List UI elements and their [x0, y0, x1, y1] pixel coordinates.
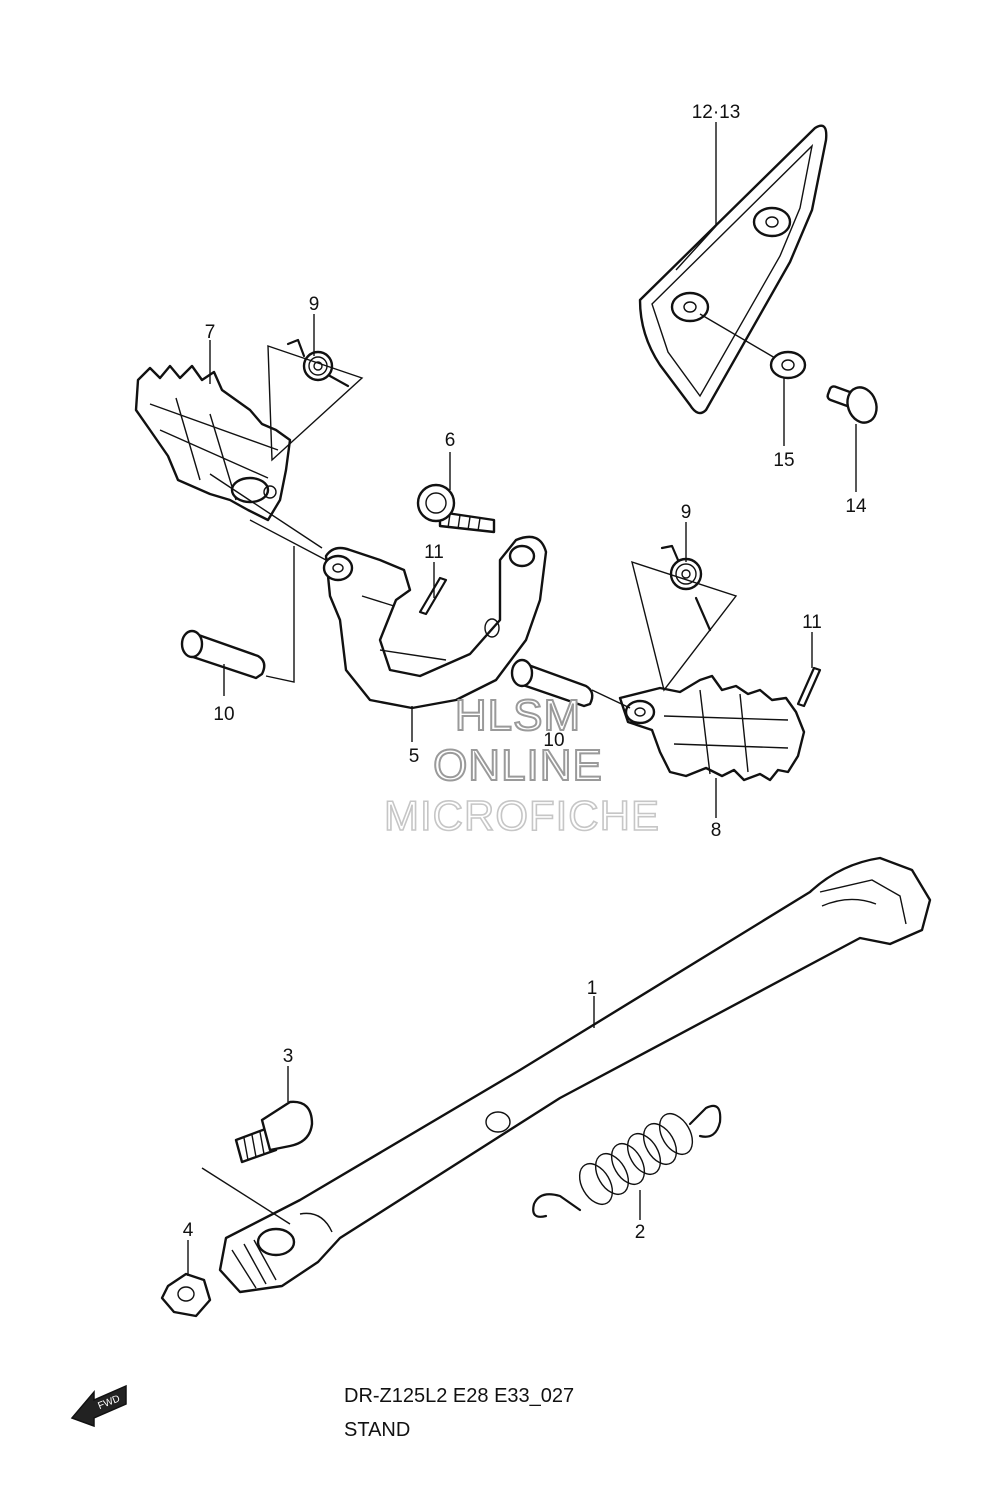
callout-4: 4	[183, 1220, 194, 1241]
callout-1: 1	[587, 978, 598, 999]
callout-10-left: 10	[213, 704, 234, 725]
fwd-arrow-icon: FWD	[70, 1384, 127, 1428]
callout-11-right: 11	[802, 612, 822, 633]
spacer-collar	[699, 313, 807, 380]
callout-15: 15	[773, 450, 794, 471]
stand-spring	[532, 1104, 722, 1218]
callout-11-left: 11	[424, 542, 444, 563]
footrest-bracket	[322, 535, 548, 710]
footrest-spring-upper	[267, 338, 364, 462]
callouts: 12·13 15 14 9 7 6 11 9 11 10 5 10 8 1 3 …	[183, 102, 867, 1243]
watermark: HLSM ONLINE MICROFICHE	[383, 690, 660, 840]
footrest-right	[618, 674, 806, 782]
callout-3: 3	[283, 1046, 294, 1067]
footrest-spring-lower	[631, 544, 738, 692]
callout-7: 7	[205, 322, 216, 343]
footrest-pin-right	[510, 658, 631, 709]
callout-12-13: 12·13	[692, 102, 741, 123]
callout-10-right: 10	[543, 730, 564, 751]
cotter-pin-left	[418, 576, 448, 616]
stand-bolt	[201, 1100, 314, 1225]
heel-guard-plate	[638, 124, 828, 415]
callout-9-upper: 9	[309, 294, 320, 315]
callout-5: 5	[409, 746, 420, 767]
section-title: STAND	[344, 1419, 410, 1441]
watermark-line-1: HLSM	[455, 691, 581, 740]
watermark-line-2: ONLINE	[433, 741, 603, 790]
footrest-pin-left	[180, 473, 327, 683]
model-code: DR-Z125L2 E28 E33_027	[344, 1385, 574, 1407]
cotter-pin-right	[796, 666, 822, 708]
leader-lines	[187, 122, 857, 1276]
footrest-left	[134, 364, 292, 522]
callout-9-lower: 9	[681, 502, 692, 523]
nut	[160, 1272, 212, 1318]
bolt	[416, 483, 496, 534]
callout-8: 8	[711, 820, 722, 841]
watermark-line-3: MICROFICHE	[384, 792, 660, 839]
side-stand	[218, 856, 932, 1294]
screw	[826, 385, 878, 424]
callout-2: 2	[635, 1222, 646, 1243]
callout-6: 6	[445, 430, 456, 451]
callout-14: 14	[845, 496, 867, 517]
